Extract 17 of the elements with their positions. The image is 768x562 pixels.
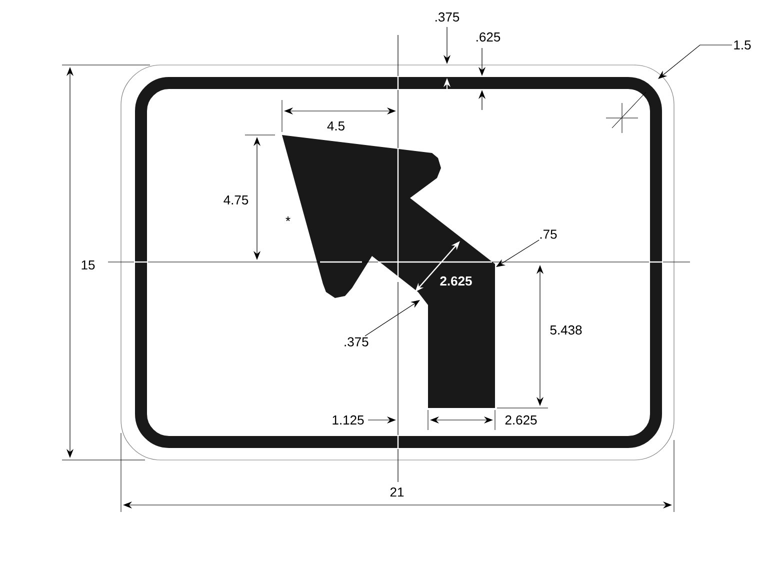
dimension-value: 1.5: [734, 40, 751, 50]
dimension-value: .625: [476, 32, 500, 42]
dimension-value: 4.75: [224, 195, 248, 205]
dimension-value: 5.438: [550, 325, 582, 335]
leader-line: [658, 44, 732, 79]
dimension-value: 4.5: [327, 121, 344, 131]
dimension-value: 15: [82, 260, 95, 270]
dimension-value: 1.125: [332, 415, 364, 425]
dimension-value: 2.625: [440, 276, 472, 286]
leader-line: [364, 300, 420, 336]
dimension-value: .375: [344, 337, 368, 346]
leader-line: [496, 240, 540, 267]
dimension-value: *: [286, 216, 290, 222]
dimension-value: 2.625: [505, 415, 537, 425]
dimension-value: 21: [390, 487, 404, 497]
dimension-value: .75: [540, 230, 557, 239]
dimension-value: .375: [436, 12, 460, 22]
